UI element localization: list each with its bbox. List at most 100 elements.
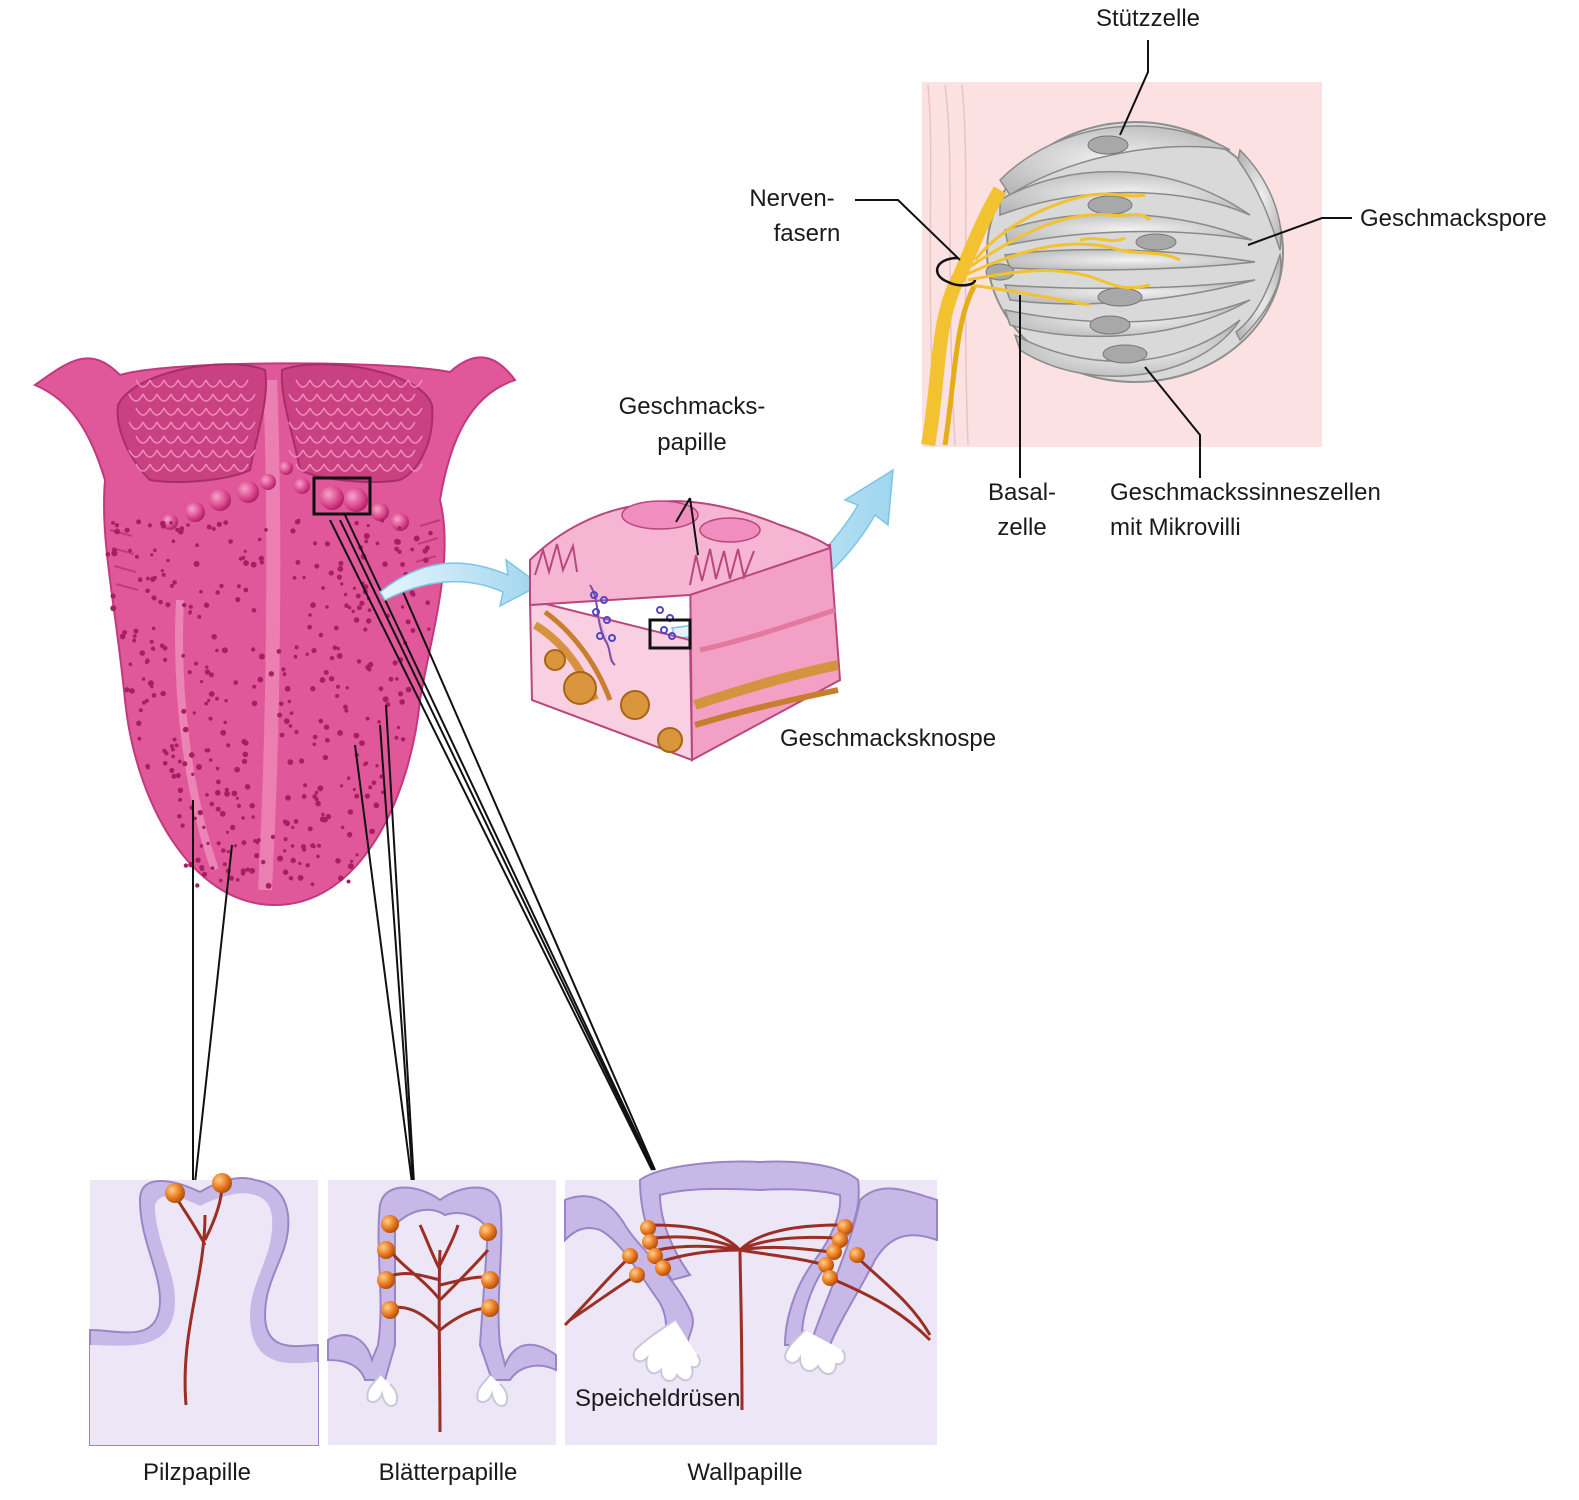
papilla-dot [288,724,293,728]
papilla-dot [236,584,241,589]
papilla-dot [225,830,230,834]
papilla-dot [219,583,224,589]
papilla-dot [124,527,130,533]
papilla-dot [223,720,227,725]
papilla-dot [188,604,193,609]
papilla-dot [312,734,318,740]
taste-bud-pointers [855,40,1352,478]
arrow-tongue-to-papilla [379,558,542,608]
papilla-dot [368,785,373,790]
taste-cell [1003,248,1256,271]
papilla-dot [204,701,209,706]
papilla-dot [231,790,238,797]
papilla-dot [364,761,369,766]
papilla-dot [287,759,294,765]
papilla-dot [323,724,330,730]
papilla-dot [277,855,284,862]
papilla-dot [215,766,220,771]
papilla-dot [221,647,228,654]
label-pilzpapille: Pilzpapille [143,1459,251,1486]
papilla-dot [359,600,365,606]
papilla-dot [413,535,420,542]
papilla-ball [260,474,276,490]
papilla-dot [230,824,236,831]
papilla-dot [352,787,356,792]
papilla-dot [186,523,190,527]
papilla-dot [193,560,200,567]
papilla-dot [243,549,247,553]
papilla-dot [285,795,291,801]
papilla-dot [200,680,204,684]
taste-cell [999,125,1231,197]
papilla-dot [241,555,246,560]
taste-cell [1237,148,1282,251]
papilla-dot [215,806,221,812]
papilla-dot [329,655,335,661]
papilla-dot [398,691,404,697]
papilla-dot [399,699,405,705]
papilla-dot [369,828,376,835]
papilla-dot [244,784,251,790]
papilla-dot [250,561,257,568]
papilla-dot [224,790,230,797]
papilla-dot [284,820,290,827]
papilla-dot [241,816,245,820]
papilla-dot [177,759,182,764]
papilla-dot [325,605,329,609]
papilla-dot [171,773,177,779]
papilla-dot [199,865,205,870]
papilla-dot [205,793,209,797]
papilla-dot [199,589,203,594]
papilla-dot [363,533,370,539]
papilla-dot [351,609,355,614]
papilla-dot [367,608,372,612]
papilla-dot [224,699,228,703]
papilla-dot [145,658,150,663]
papilla-dot [354,520,359,526]
papilla-dot [243,560,249,566]
papilla-dot [194,661,199,666]
papilla-dot [324,541,330,547]
papilla-dot [150,553,154,557]
papilla-dot [346,776,351,780]
papilla-dot [251,815,255,819]
papilla-dot [216,521,222,527]
papilla-dot [410,592,416,597]
taste-cell [999,170,1251,217]
label-speicheldruesen: Speicheldrüsen [575,1385,740,1412]
fungiform-papilla-panel [89,1173,319,1446]
label-stuetzzelle: Stützzelle [1096,5,1200,32]
papilla-dot [345,686,349,690]
papilla-dot [215,590,220,595]
papilla-dot [308,613,312,617]
tonsil-area-left [116,363,267,483]
papilla-dot [241,758,248,765]
papilla-dot [261,859,266,865]
papilla-dot [293,819,299,824]
papilla-dot [315,800,321,807]
papilla-dot [208,672,214,678]
papilla-dot [203,602,210,608]
papilla-dot [366,618,372,624]
papilla-dot [178,797,183,802]
papilla-dot [153,548,157,552]
papilla-dot [169,521,173,525]
papilla-ball [371,503,389,521]
papilla-dot [394,546,399,552]
papilla-dot [215,696,219,701]
papilla-dot [343,704,348,710]
papilla-dot [355,593,361,599]
papilla-dot [259,560,265,565]
papilla-dot [165,602,171,608]
papilla-dot [282,672,287,677]
papilla-dot [270,834,276,840]
papilla-dot [188,752,195,758]
papilla-dot [422,548,428,554]
papilla-dot [235,796,239,800]
papilla-dot [405,686,412,693]
papilla-dot [347,605,352,610]
papilla-dot [290,857,296,864]
papilla-dot [300,844,306,850]
papilla-dot [177,787,184,793]
papilla-dot [365,664,372,671]
